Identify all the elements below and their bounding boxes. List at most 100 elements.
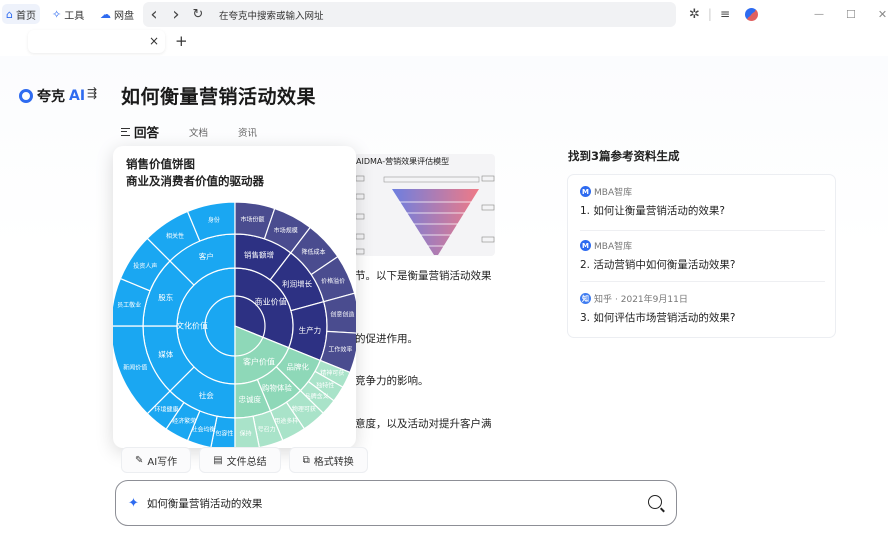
svg-text:利润增长: 利润增长 bbox=[282, 279, 312, 289]
svg-text:保持: 保持 bbox=[240, 429, 252, 437]
page-title: 如何衡量营销活动效果 bbox=[121, 86, 317, 108]
home-icon: ⌂ bbox=[6, 7, 13, 21]
back-icon[interactable]: ‹ bbox=[150, 4, 158, 25]
svg-text:媒体: 媒体 bbox=[158, 349, 173, 359]
nav-tools-label: 工具 bbox=[64, 10, 85, 22]
profile-avatar[interactable] bbox=[745, 7, 759, 21]
reference-source: 知乎 bbox=[594, 295, 613, 305]
ai-sparkle-icon: ✦ bbox=[128, 495, 139, 511]
format-convert-button[interactable]: ⧉ 格式转换 bbox=[288, 447, 368, 473]
search-icon[interactable] bbox=[648, 495, 662, 509]
svg-text:品牌含义: 品牌含义 bbox=[305, 393, 329, 401]
svg-text:相关性: 相关性 bbox=[166, 232, 184, 240]
logo-ai-text: AI bbox=[69, 88, 86, 104]
file-summary-icon: ▤ bbox=[213, 454, 223, 466]
svg-text:股东: 股东 bbox=[158, 292, 173, 302]
answer-text-line: 节。以下是衡量营销活动效果 bbox=[355, 270, 492, 282]
file-summary-button[interactable]: ▤ 文件总结 bbox=[199, 447, 281, 473]
collapse-sidebar-icon[interactable]: ⇶ bbox=[87, 86, 98, 100]
mba-source-icon: M bbox=[580, 240, 591, 251]
address-input[interactable]: 在夸克中搜索或输入网址 bbox=[219, 10, 324, 22]
maximize-icon[interactable]: ☐ bbox=[846, 7, 856, 21]
svg-text:号召力: 号召力 bbox=[258, 425, 276, 433]
minimize-icon[interactable]: — bbox=[814, 8, 824, 20]
reload-icon[interactable]: ↻ bbox=[192, 7, 204, 22]
file-summary-label: 文件总结 bbox=[226, 456, 267, 468]
window-close-icon[interactable]: ✕ bbox=[877, 7, 888, 21]
tab-answer[interactable]: 回答 bbox=[121, 122, 159, 141]
sunburst-image-popup[interactable]: 销售价值饼图 商业及消费者价值的驱动器 文化价值社会包容性社会均衡经济繁荣环境健… bbox=[113, 146, 356, 448]
reference-date: · 2021年9月11日 bbox=[615, 295, 688, 305]
reference-title[interactable]: 2. 活动营销中如何衡量活动效果? bbox=[580, 259, 736, 271]
popup-title-line1: 销售价值饼图 bbox=[126, 157, 195, 171]
svg-text:独特性: 独特性 bbox=[316, 381, 334, 389]
svg-text:价格溢价: 价格溢价 bbox=[321, 277, 345, 285]
references-heading: 找到3篇参考资料生成 bbox=[568, 149, 680, 163]
svg-text:创意创造: 创意创造 bbox=[330, 311, 354, 319]
sparkle-tools-icon: ✧ bbox=[52, 7, 62, 21]
popup-title: 销售价值饼图 商业及消费者价值的驱动器 bbox=[126, 156, 264, 190]
tool-buttons: ✎ AI写作 ▤ 文件总结 ⧉ 格式转换 bbox=[121, 447, 368, 473]
svg-text:工作效率: 工作效率 bbox=[328, 346, 352, 354]
pen-sparkle-icon: ✎ bbox=[135, 454, 144, 466]
svg-text:物理可获: 物理可获 bbox=[292, 405, 316, 413]
tab-documents[interactable]: 文档 bbox=[189, 127, 209, 139]
extensions-icon[interactable]: ✲ bbox=[689, 6, 700, 22]
answer-text-line: 意度，以及活动对提升客户满 bbox=[355, 418, 492, 430]
svg-text:社会均衡: 社会均衡 bbox=[192, 425, 216, 433]
forward-icon[interactable]: › bbox=[172, 4, 180, 25]
menu-lines-icon[interactable]: ≡ bbox=[719, 7, 731, 21]
reference-item[interactable]: 知知乎 · 2021年9月11日 3. 如何评估市场营销活动的效果? bbox=[580, 292, 825, 325]
question-input-box[interactable]: ✦ 如何衡量营销活动的效果 bbox=[115, 480, 677, 526]
reference-title[interactable]: 1. 如何让衡量营销活动的效果? bbox=[580, 205, 725, 217]
browser-tab[interactable] bbox=[28, 30, 165, 53]
answer-text-line: 的促进作用。 bbox=[355, 333, 418, 345]
svg-text:客户价值: 客户价值 bbox=[243, 356, 275, 366]
browser-toolbar: ⌂ 首页 ✧ 工具 ☁ 网盘 ‹ › ↻ 在夸克中搜索或输入网址 ✲ | ≡ —… bbox=[0, 0, 888, 28]
svg-text:忠诚度: 忠诚度 bbox=[238, 394, 261, 404]
answer-lines-icon bbox=[121, 127, 130, 136]
mba-source-icon: M bbox=[580, 186, 591, 197]
funnel-image-title: AIDMA-营销效果评估模型 bbox=[356, 157, 450, 166]
svg-text:文化价值: 文化价值 bbox=[176, 321, 208, 331]
svg-text:购物体验: 购物体验 bbox=[262, 383, 292, 393]
funnel-model-image[interactable]: AIDMA-营销效果评估模型 bbox=[354, 154, 495, 256]
nav-home-label: 首页 bbox=[15, 10, 36, 22]
tab-bar bbox=[0, 28, 888, 74]
nav-cloud-label: 网盘 bbox=[114, 10, 134, 22]
reference-title[interactable]: 3. 如何评估市场营销活动的效果? bbox=[580, 312, 736, 324]
toolbar-divider: | bbox=[707, 7, 712, 21]
zhihu-source-icon: 知 bbox=[580, 293, 591, 304]
logo-text: 夸克 bbox=[37, 89, 65, 105]
tab-answer-label: 回答 bbox=[134, 125, 160, 140]
question-input[interactable]: 如何衡量营销活动的效果 bbox=[146, 497, 263, 510]
reference-source: MBA智库 bbox=[594, 242, 633, 252]
answer-text-line: 竞争力的影响。 bbox=[355, 375, 429, 387]
ai-writing-label: AI写作 bbox=[147, 456, 178, 468]
nav-tools-button[interactable]: ✧ 工具 bbox=[48, 4, 88, 24]
reference-source: MBA智库 bbox=[594, 188, 633, 198]
answer-tabs: 回答 文档 资讯 bbox=[121, 122, 287, 141]
svg-text:员工敬业: 员工敬业 bbox=[117, 301, 141, 309]
nav-home-button[interactable]: ⌂ 首页 bbox=[2, 4, 40, 24]
svg-text:经济繁荣: 经济繁荣 bbox=[172, 417, 196, 425]
nav-cloud-button[interactable]: ☁ 网盘 bbox=[96, 4, 138, 24]
cloud-icon: ☁ bbox=[100, 7, 111, 21]
tab-close-icon[interactable]: × bbox=[149, 34, 160, 48]
divider bbox=[580, 230, 825, 231]
svg-text:精神可获: 精神可获 bbox=[320, 369, 344, 377]
svg-text:环境健康: 环境健康 bbox=[154, 405, 178, 413]
svg-text:品牌化: 品牌化 bbox=[286, 362, 309, 372]
format-convert-icon: ⧉ bbox=[302, 454, 310, 466]
address-bar[interactable]: ‹ › ↻ 在夸克中搜索或输入网址 bbox=[143, 2, 676, 27]
svg-text:商业价值: 商业价值 bbox=[255, 297, 287, 307]
new-tab-icon[interactable]: + bbox=[175, 32, 188, 50]
svg-text:包容性: 包容性 bbox=[215, 429, 233, 437]
format-convert-label: 格式转换 bbox=[313, 456, 354, 468]
ai-writing-button[interactable]: ✎ AI写作 bbox=[121, 447, 192, 473]
svg-text:客户: 客户 bbox=[199, 251, 214, 261]
tab-news[interactable]: 资讯 bbox=[238, 127, 258, 139]
